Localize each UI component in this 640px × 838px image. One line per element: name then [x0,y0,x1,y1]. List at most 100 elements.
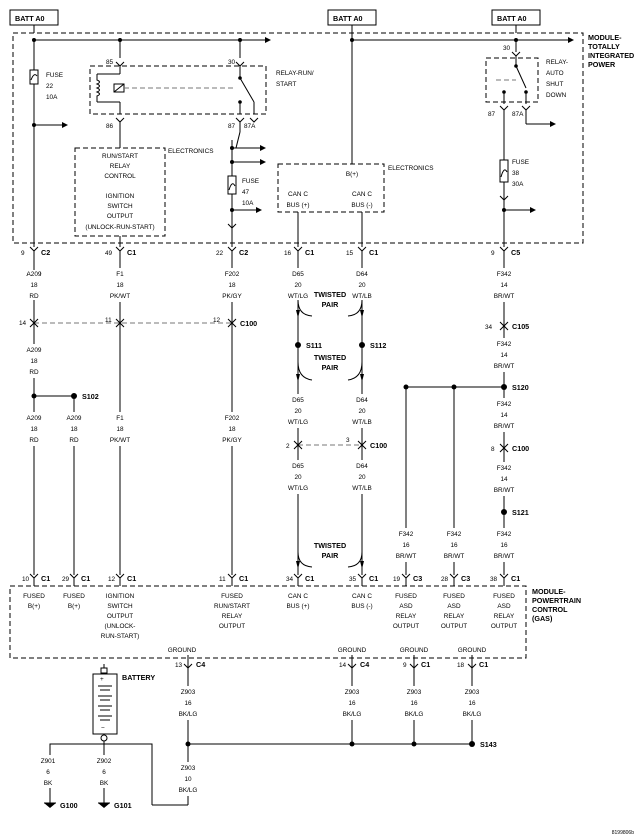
svg-text:C1: C1 [127,248,136,257]
svg-text:14: 14 [500,412,508,419]
svg-text:47: 47 [242,189,250,196]
svg-text:C1: C1 [511,574,520,583]
svg-text:(GAS): (GAS) [532,614,553,623]
svg-text:BUS (-): BUS (-) [351,603,372,610]
svg-text:D64: D64 [356,397,368,404]
svg-text:18: 18 [116,282,124,289]
pcm-connector-row: 10 C1 29 C1 12 C1 11 C1 34 C1 35 C1 19 C… [22,573,520,586]
svg-text:38: 38 [490,576,498,583]
svg-text:BATT A0: BATT A0 [15,14,45,23]
svg-text:DOWN: DOWN [546,92,567,99]
svg-text:6: 6 [102,769,106,776]
pcm-ground-connectors: 13 C4 14 C4 9 C1 18 C1 [175,660,488,669]
svg-text:C4: C4 [360,660,369,669]
svg-text:BATTERY: BATTERY [122,673,155,682]
svg-text:S111: S111 [306,341,322,350]
svg-text:(UNLOCK-RUN-START): (UNLOCK-RUN-START) [85,224,154,231]
svg-text:C3: C3 [461,574,470,583]
svg-text:RD: RD [29,293,39,300]
svg-text:F342: F342 [497,531,512,538]
svg-text:RUN-START): RUN-START) [101,633,139,640]
svg-text:GROUND: GROUND [458,647,487,654]
svg-text:18: 18 [30,426,38,433]
svg-text:BK/LG: BK/LG [343,711,362,718]
fuse-22 [29,69,39,85]
relay-run-start [89,65,267,115]
svg-text:BUS (+): BUS (+) [287,202,310,209]
svg-text:PK/WT: PK/WT [110,437,130,444]
fuse-38 [499,159,509,183]
svg-text:F1: F1 [116,415,124,422]
svg-text:BK/LG: BK/LG [179,787,198,794]
svg-text:28: 28 [441,576,449,583]
svg-text:INTEGRATED: INTEGRATED [588,51,634,60]
svg-text:Z901: Z901 [41,758,56,765]
svg-text:87A: 87A [244,123,256,130]
svg-text:PAIR: PAIR [322,551,339,560]
fuse-22-label: FUSE 22 10A [46,72,63,101]
splice-s121 [501,509,507,515]
svg-text:C2: C2 [239,248,248,257]
svg-text:CAN C: CAN C [288,593,308,600]
twisted-pair-2: TWISTED PAIR [296,353,364,382]
svg-text:20: 20 [294,282,302,289]
svg-text:BK: BK [100,780,109,787]
svg-text:F342: F342 [399,531,414,538]
svg-text:SHUT: SHUT [546,81,563,88]
svg-text:16: 16 [410,700,418,707]
svg-text:C1: C1 [369,248,378,257]
svg-text:BR/WT: BR/WT [494,423,515,430]
svg-text:34: 34 [286,576,294,583]
svg-text:C1: C1 [305,248,314,257]
svg-text:87: 87 [488,111,496,118]
ground-g100: G100 [44,801,78,810]
svg-text:2: 2 [286,443,290,450]
svg-text:FUSE: FUSE [512,159,529,166]
svg-text:20: 20 [294,474,302,481]
pcm-module-label: MODULE- POWERTRAIN CONTROL (GAS) [532,587,581,623]
svg-text:16: 16 [348,700,356,707]
svg-text:BR/WT: BR/WT [494,487,515,494]
svg-text:10: 10 [184,776,192,783]
svg-text:PK/GY: PK/GY [222,293,242,300]
svg-text:BUS (-): BUS (-) [351,202,372,209]
svg-text:GROUND: GROUND [338,647,367,654]
svg-text:C105: C105 [512,322,529,331]
svg-text:Z903: Z903 [465,689,480,696]
relay-asd [485,57,539,103]
svg-text:RELAY: RELAY [222,613,243,620]
svg-text:RD: RD [29,437,39,444]
svg-text:ASD: ASD [399,603,413,610]
svg-text:POWER: POWER [588,60,616,69]
svg-text:D64: D64 [356,271,368,278]
svg-text:Z903: Z903 [407,689,422,696]
pcm-ground-labels: GROUND GROUND GROUND GROUND [168,647,487,654]
svg-text:WT/LG: WT/LG [288,293,308,300]
svg-text:TOTALLY: TOTALLY [588,42,620,51]
fuse-38-label: FUSE 38 30A [512,159,529,188]
svg-text:9: 9 [21,250,25,257]
svg-text:87A: 87A [512,111,524,118]
svg-text:START: START [276,81,296,88]
svg-text:WT/LG: WT/LG [288,485,308,492]
svg-text:RUN/START: RUN/START [102,153,138,160]
svg-text:C1: C1 [41,574,50,583]
svg-text:22: 22 [46,83,54,90]
svg-text:38: 38 [512,170,520,177]
svg-text:85: 85 [106,59,114,66]
svg-text:20: 20 [358,282,366,289]
svg-text:FUSE: FUSE [46,72,63,79]
electronics-can-block [277,163,385,213]
svg-text:9: 9 [491,250,495,257]
svg-text:FUSED: FUSED [63,593,85,600]
svg-text:14: 14 [19,320,27,327]
svg-text:C1: C1 [421,660,430,669]
svg-text:13: 13 [175,662,183,669]
svg-text:B(+): B(+) [28,603,40,610]
relay-run-start-label: RELAY-RUN/ START [276,70,314,88]
svg-text:C1: C1 [479,660,488,669]
svg-text:22: 22 [216,250,224,257]
svg-text:CONTROL: CONTROL [532,605,568,614]
svg-text:C1: C1 [239,574,248,583]
svg-text:TWISTED: TWISTED [314,290,346,299]
